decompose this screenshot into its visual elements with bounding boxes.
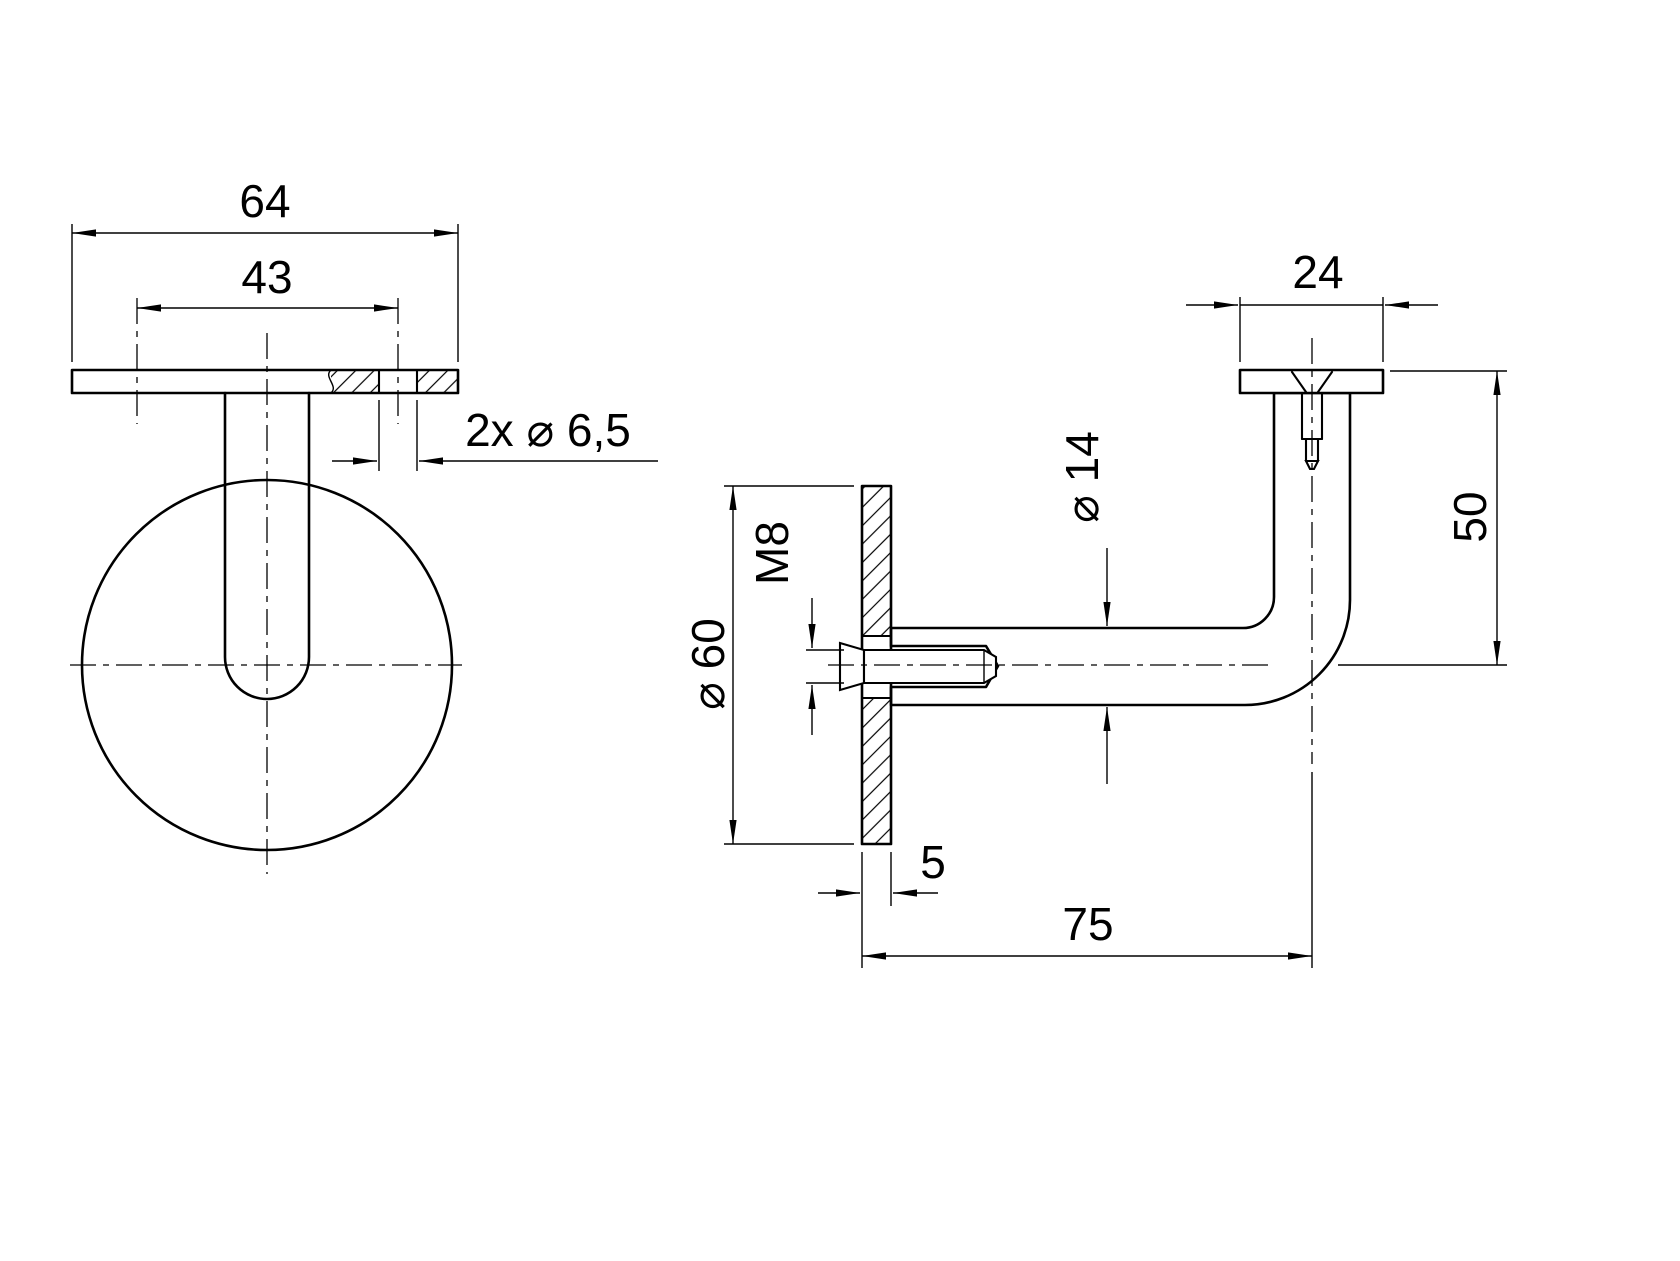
dimension-hole-spacing: 43 — [137, 251, 398, 312]
dim-wall-plate-thickness-label: 5 — [920, 836, 946, 888]
dimension-wall-plate-diameter: ⌀ 60 — [682, 485, 854, 845]
dimension-height: 50 — [1338, 370, 1507, 666]
countersink-cone-left — [1290, 370, 1308, 394]
bracket-arm-section — [889, 391, 1352, 707]
saddle-plate-section-hatch-right — [417, 371, 458, 392]
countersink-cone-right — [1316, 370, 1334, 394]
dimension-holes: 2x ⌀ 6,5 — [332, 400, 658, 471]
dimension-plate-width: 64 — [71, 175, 459, 362]
dim-saddle-width-label: 24 — [1292, 246, 1343, 298]
dimension-projection: 75 — [862, 772, 1313, 968]
dimension-wall-plate-thickness: 5 — [818, 836, 946, 968]
section-break-line — [328, 369, 334, 394]
dim-hole-spacing-label: 43 — [241, 251, 292, 303]
dim-thread-label: M8 — [746, 521, 798, 585]
dim-height-label: 50 — [1444, 491, 1496, 542]
dimension-saddle-width: 24 — [1186, 246, 1438, 362]
front-view: 64 43 2x ⌀ 6,5 — [70, 175, 658, 874]
dim-projection-label: 75 — [1062, 898, 1113, 950]
screw-shaft — [862, 648, 998, 685]
saddle-screw-tip — [1304, 459, 1320, 471]
dimension-arm-diameter: ⌀ 14 — [1056, 431, 1111, 784]
dim-holes-label: 2x ⌀ 6,5 — [465, 404, 631, 456]
wall-plate-hatch-top — [863, 487, 890, 636]
saddle-plate-front — [70, 368, 460, 395]
wall-plate-hatch-bottom — [863, 698, 890, 843]
dim-plate-width-label: 64 — [239, 175, 290, 227]
bracket-stem-front — [223, 391, 311, 701]
dim-wall-plate-diameter-label: ⌀ 60 — [682, 618, 734, 710]
saddle-plate-section-hatch-left — [331, 371, 379, 392]
side-view: ⌀ 60 M8 ⌀ 14 24 — [682, 246, 1507, 968]
dim-arm-diameter-label: ⌀ 14 — [1056, 431, 1108, 523]
dimension-thread: M8 — [746, 521, 844, 735]
